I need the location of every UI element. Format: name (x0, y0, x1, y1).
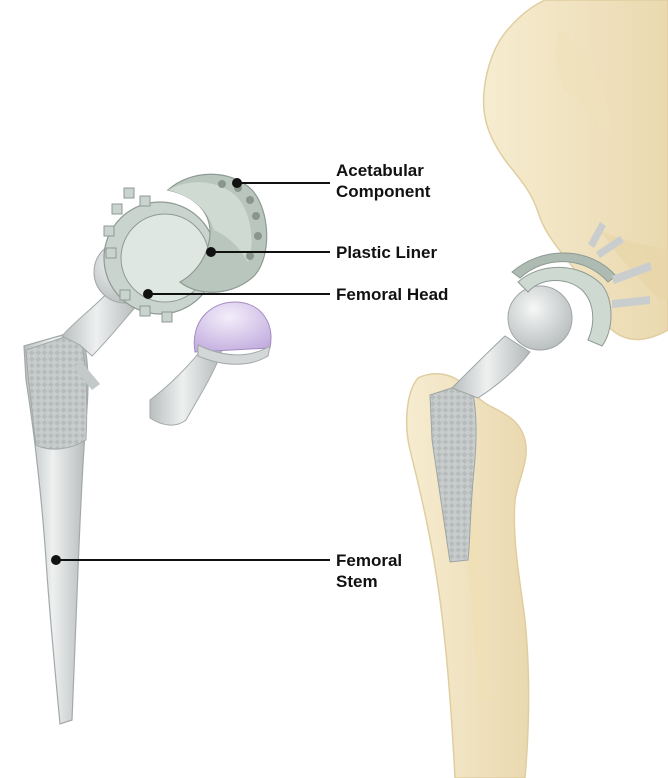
assembled-hip-illustration (407, 0, 668, 778)
label-plastic-liner: Plastic Liner (336, 242, 437, 263)
label-femoral-stem-line2: Stem (336, 571, 402, 592)
label-acetabular-component: Acetabular Component (336, 160, 430, 202)
dot-femoral-head (143, 289, 153, 299)
label-acetabular-line1: Acetabular (336, 160, 430, 181)
dot-plastic-liner (206, 247, 216, 257)
label-femoral-stem: Femoral Stem (336, 550, 402, 592)
exploded-implant-components (24, 174, 271, 724)
label-femoral-stem-line1: Femoral (336, 550, 402, 571)
label-femoral-head: Femoral Head (336, 284, 448, 305)
label-acetabular-line2: Component (336, 181, 430, 202)
dot-femoral-stem (51, 555, 61, 565)
dot-acetabular (232, 178, 242, 188)
